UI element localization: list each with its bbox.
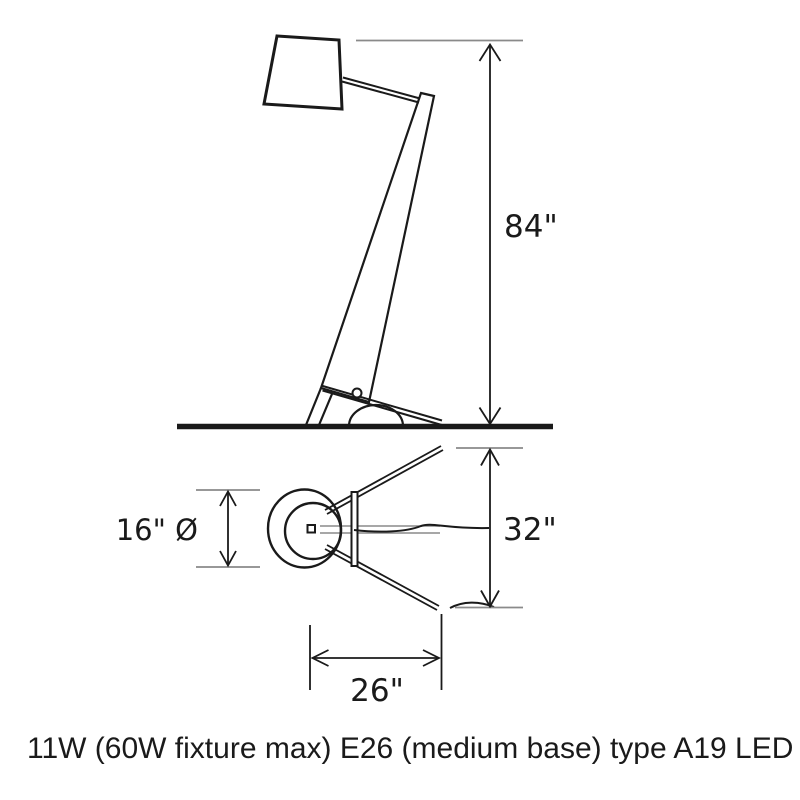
front-leg-line bbox=[317, 393, 334, 426]
socket-square bbox=[306, 524, 316, 534]
height-dimension-label: 84" bbox=[504, 209, 558, 245]
dimension-depth: 32" bbox=[455, 447, 557, 609]
rear-leg-lower bbox=[324, 544, 440, 611]
rear-leg-line bbox=[326, 449, 444, 515]
base-strut-line bbox=[322, 389, 444, 427]
dimension-height: 84" bbox=[356, 39, 558, 426]
lamp-arm-line bbox=[341, 80, 420, 104]
rear-leg-line bbox=[324, 445, 442, 511]
bulb-spec-caption: 11W (60W fixture max) E26 (medium base) … bbox=[27, 732, 793, 765]
lamp-arm-line bbox=[342, 76, 421, 100]
arrowhead-down-icon bbox=[478, 407, 502, 426]
lamp-shade bbox=[262, 34, 344, 111]
break-line-mid bbox=[353, 523, 490, 533]
rear-leg-line bbox=[326, 544, 440, 607]
dimension-width: 26" bbox=[309, 614, 443, 709]
arrowhead-up-icon bbox=[478, 42, 502, 62]
arrowhead-down-icon bbox=[480, 590, 500, 609]
pivot-knob bbox=[351, 387, 363, 399]
arrowhead-up-icon bbox=[480, 447, 500, 466]
shade-top-outline bbox=[266, 488, 343, 569]
shade-inner-ring bbox=[283, 501, 343, 561]
base-strut-line bbox=[320, 384, 443, 422]
width-dimension-label: 26" bbox=[350, 673, 404, 709]
base-strut bbox=[320, 384, 444, 427]
front-leg-line bbox=[304, 387, 323, 426]
arrowhead-right-icon bbox=[422, 649, 442, 667]
lamp-pole bbox=[319, 91, 436, 404]
lamp-arm bbox=[341, 76, 421, 104]
front-legs bbox=[304, 387, 334, 426]
foot-crossbar bbox=[350, 491, 359, 567]
rear-leg-upper bbox=[324, 445, 444, 515]
dimension-diameter: 16" Ø bbox=[116, 489, 260, 568]
arrowhead-down-icon bbox=[219, 550, 237, 568]
rear-leg-line bbox=[324, 548, 438, 611]
diameter-dimension-label: 16" Ø bbox=[116, 513, 198, 547]
top-view bbox=[266, 445, 495, 611]
side-view bbox=[262, 34, 444, 428]
arrowhead-left-icon bbox=[310, 649, 329, 667]
depth-dimension-label: 32" bbox=[503, 512, 557, 548]
base-disc bbox=[347, 403, 405, 428]
arrowhead-up-icon bbox=[219, 489, 237, 507]
